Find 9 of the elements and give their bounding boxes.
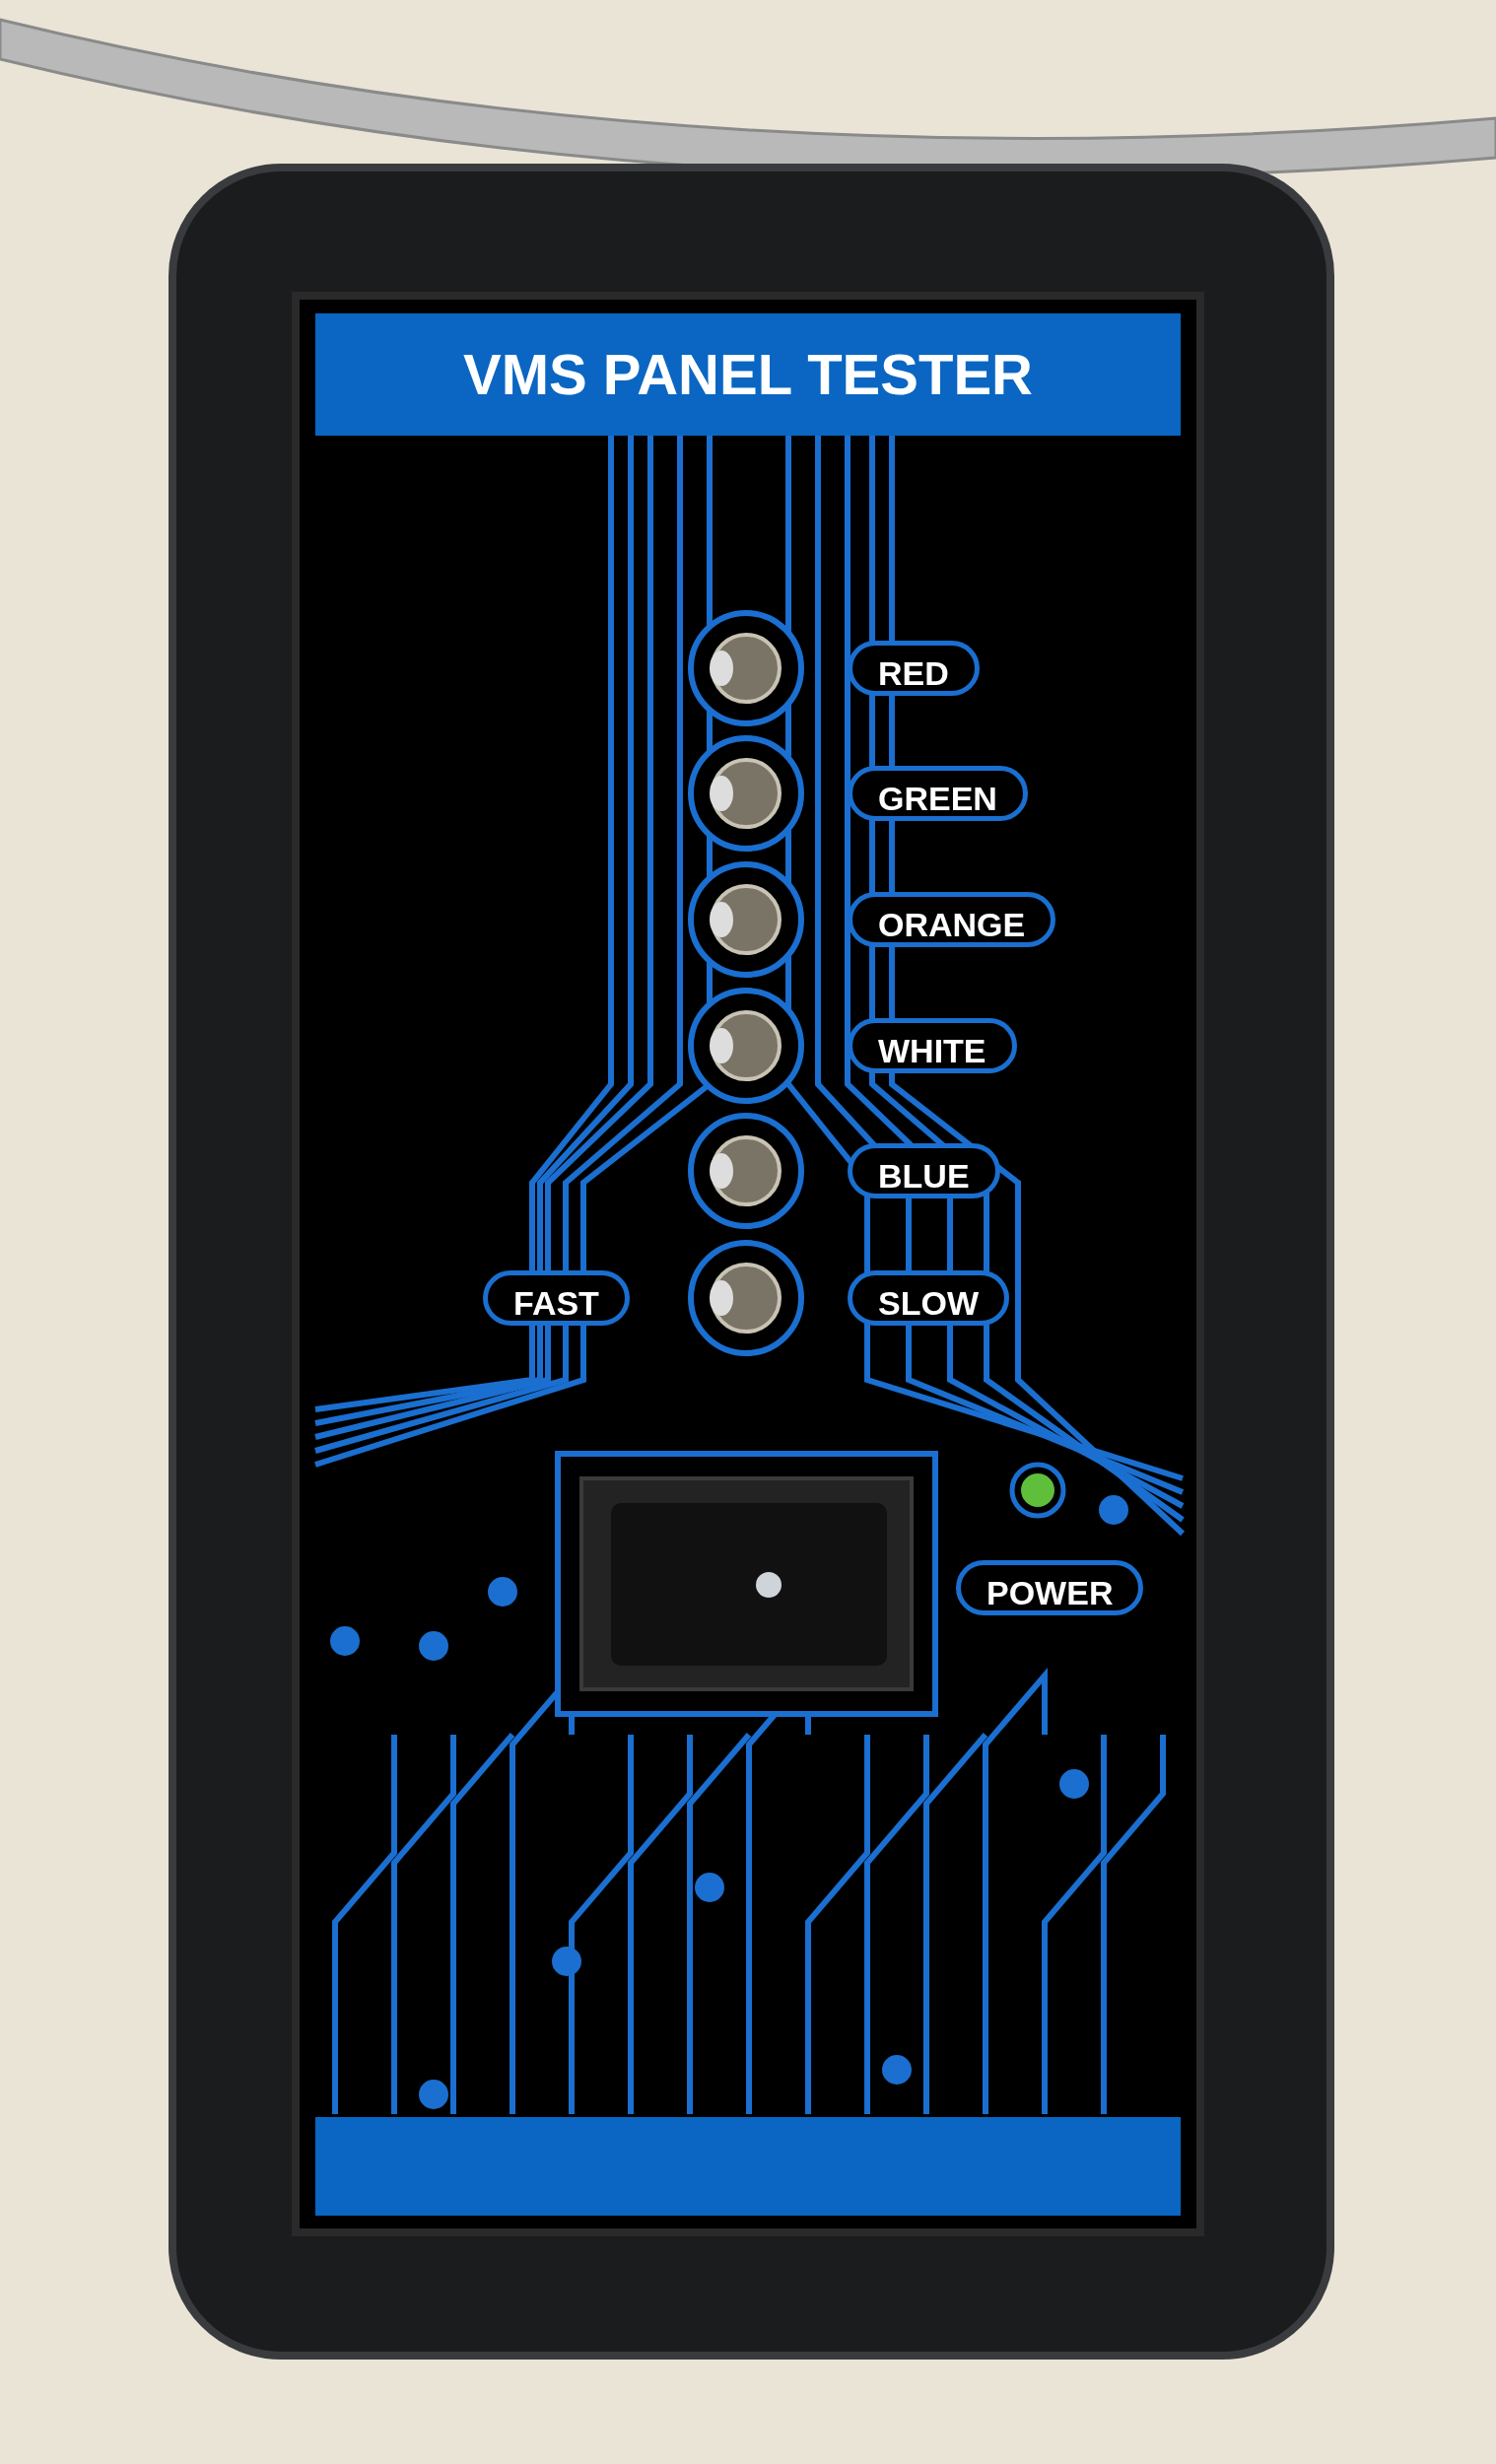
switch-label: GREEN xyxy=(848,766,1028,821)
switch-label: ORANGE xyxy=(848,892,1056,947)
title-banner: VMS PANEL TESTER xyxy=(315,313,1181,436)
switch-label: POWER xyxy=(956,1560,1144,1615)
switch-label: FAST xyxy=(483,1270,630,1326)
switch-label: RED xyxy=(848,641,980,696)
switch-label: BLUE xyxy=(848,1143,1000,1198)
switch-label: WHITE xyxy=(848,1018,1017,1073)
switch-label: SLOW xyxy=(848,1270,1009,1326)
